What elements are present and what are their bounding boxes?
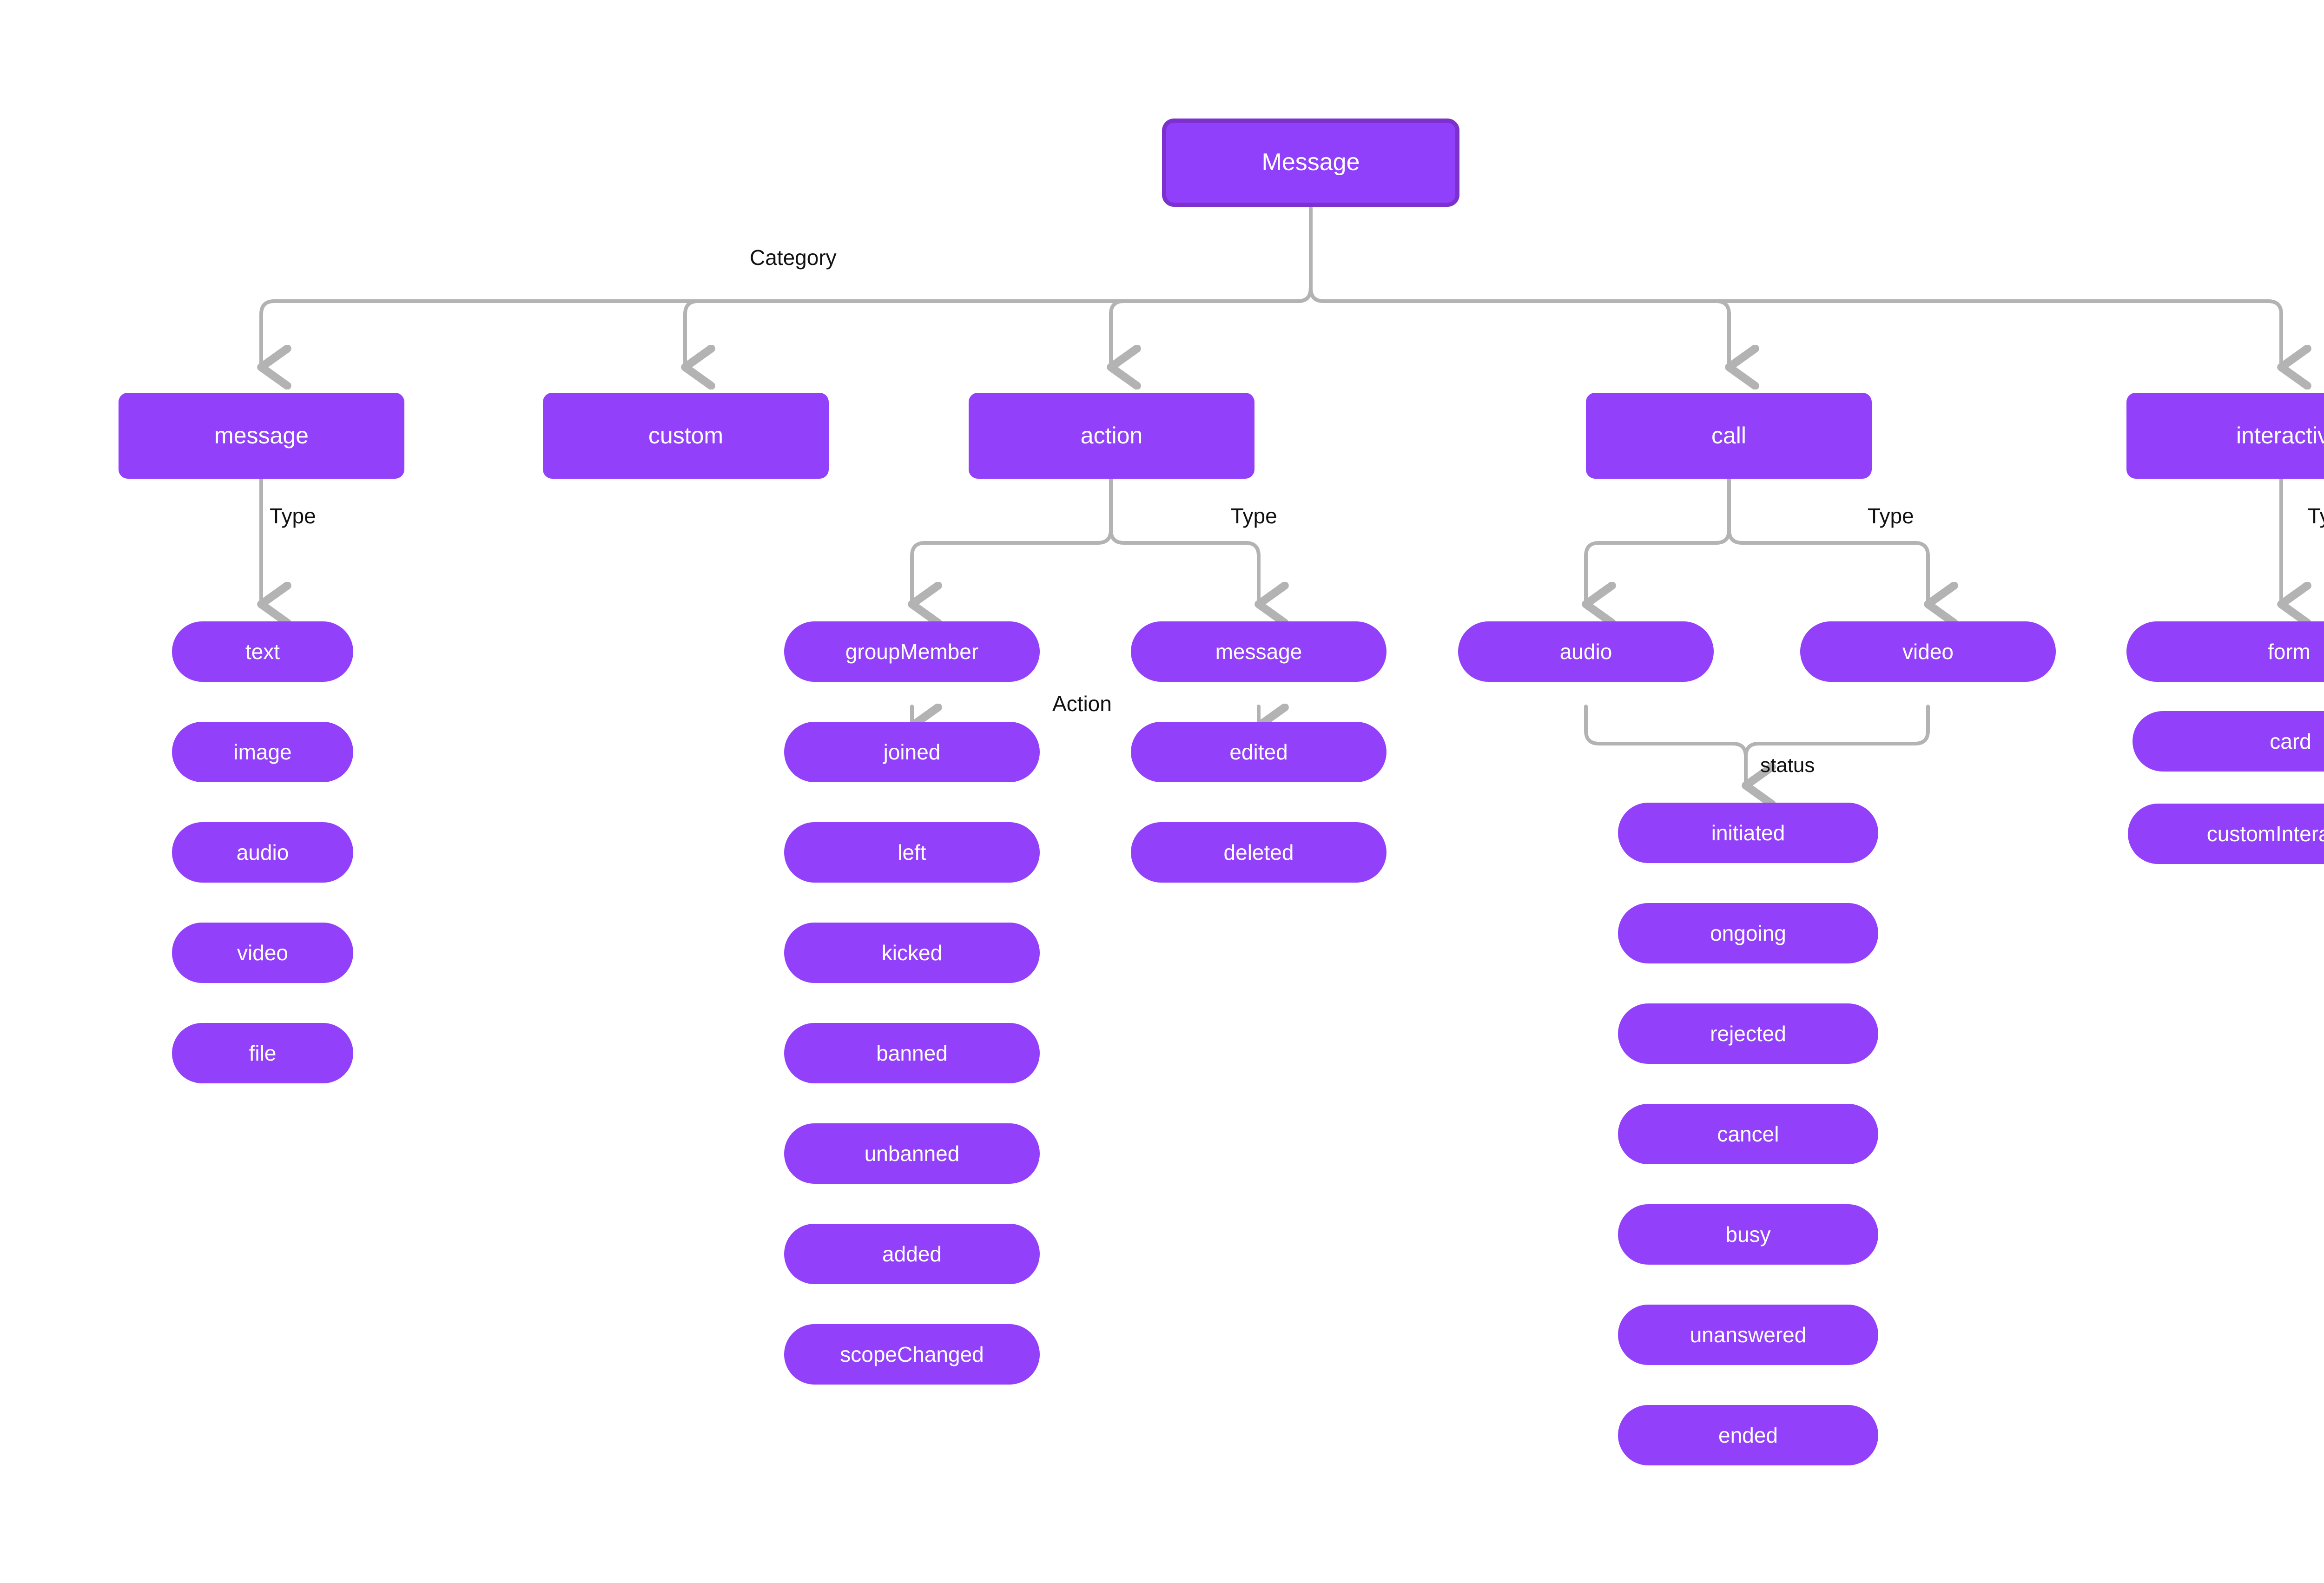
node-action-message-deleted[interactable]: deleted	[1131, 822, 1386, 883]
node-call-status-unanswered[interactable]: unanswered	[1618, 1305, 1878, 1365]
node-message-type-image[interactable]: image	[172, 722, 353, 782]
node-label: ended	[1718, 1423, 1778, 1447]
node-action-type-message[interactable]: message	[1131, 621, 1386, 682]
node-label: video	[1902, 639, 1954, 664]
node-call-type-video[interactable]: video	[1800, 621, 2056, 682]
node-label: message	[1215, 639, 1302, 664]
node-message-type-file[interactable]: file	[172, 1023, 353, 1083]
node-label: card	[2270, 729, 2311, 753]
node-groupmember-action-unbanned[interactable]: unbanned	[784, 1123, 1040, 1184]
node-category-action[interactable]: action	[969, 393, 1254, 479]
node-message-type-text[interactable]: text	[172, 621, 353, 682]
edge-label-type-message: Type	[270, 504, 316, 528]
node-label: banned	[876, 1041, 948, 1065]
node-groupmember-action-banned[interactable]: banned	[784, 1023, 1040, 1083]
node-groupmember-action-left[interactable]: left	[784, 822, 1040, 883]
node-action-type-groupmember[interactable]: groupMember	[784, 621, 1040, 682]
node-call-status-busy[interactable]: busy	[1618, 1204, 1878, 1265]
node-label: interactive	[2236, 422, 2324, 449]
node-message-type-video[interactable]: video	[172, 923, 353, 983]
node-call-status-ongoing[interactable]: ongoing	[1618, 903, 1878, 963]
node-interactive-type-form[interactable]: form	[2126, 621, 2324, 682]
node-interactive-type-card[interactable]: card	[2133, 711, 2324, 772]
edge-label-type-action: Type	[1231, 504, 1277, 528]
node-category-custom[interactable]: custom	[543, 393, 829, 479]
node-call-status-cancel[interactable]: cancel	[1618, 1104, 1878, 1164]
node-groupmember-action-scopechanged[interactable]: scopeChanged	[784, 1324, 1040, 1385]
node-groupmember-action-added[interactable]: added	[784, 1224, 1040, 1284]
node-label: ongoing	[1710, 921, 1786, 945]
node-label: joined	[883, 739, 941, 764]
node-label: left	[898, 840, 926, 864]
edge-label-type-call: Type	[1868, 504, 1914, 528]
node-label: customInteractive	[2206, 821, 2324, 846]
node-category-message[interactable]: message	[119, 393, 404, 479]
node-label: text	[245, 639, 280, 664]
node-call-status-ended[interactable]: ended	[1618, 1405, 1878, 1465]
node-label: initiated	[1711, 820, 1785, 845]
node-label: unbanned	[864, 1141, 960, 1166]
node-label: action	[1080, 422, 1143, 449]
node-action-message-edited[interactable]: edited	[1131, 722, 1386, 782]
node-label: video	[237, 940, 288, 965]
node-label: form	[2268, 639, 2311, 664]
node-category-call[interactable]: call	[1586, 393, 1872, 479]
node-label: audio	[1559, 639, 1612, 664]
node-label: rejected	[1710, 1021, 1786, 1046]
node-groupmember-action-kicked[interactable]: kicked	[784, 923, 1040, 983]
node-label: deleted	[1223, 840, 1294, 864]
node-label: groupMember	[845, 639, 979, 664]
node-label: cancel	[1717, 1121, 1779, 1146]
node-call-status-rejected[interactable]: rejected	[1618, 1003, 1878, 1064]
node-label: busy	[1725, 1222, 1771, 1247]
node-root[interactable]: Message	[1162, 119, 1459, 207]
node-groupmember-action-joined[interactable]: joined	[784, 722, 1040, 782]
node-label: scopeChanged	[840, 1342, 984, 1366]
node-call-type-audio[interactable]: audio	[1458, 621, 1714, 682]
node-label: added	[882, 1241, 942, 1266]
node-label: file	[249, 1041, 277, 1065]
node-label: audio	[236, 840, 289, 864]
node-label: kicked	[881, 940, 943, 965]
node-label: unanswered	[1690, 1322, 1807, 1347]
node-interactive-type-custominteractive[interactable]: customInteractive	[2128, 804, 2324, 864]
node-call-status-initiated[interactable]: initiated	[1618, 803, 1878, 863]
edge-label-type-interactive: Type	[2308, 504, 2324, 528]
node-label: image	[233, 739, 292, 764]
node-label: custom	[648, 422, 724, 449]
node-label: call	[1711, 422, 1747, 449]
edge-label-action: Action	[1052, 692, 1112, 716]
node-category-interactive[interactable]: interactive	[2126, 393, 2324, 479]
edge-label-category: Category	[750, 245, 837, 270]
node-root-label: Message	[1261, 149, 1360, 176]
node-label: message	[214, 422, 309, 449]
edge-label-status: status	[1760, 754, 1815, 777]
node-message-type-audio[interactable]: audio	[172, 822, 353, 883]
node-label: edited	[1229, 739, 1288, 764]
